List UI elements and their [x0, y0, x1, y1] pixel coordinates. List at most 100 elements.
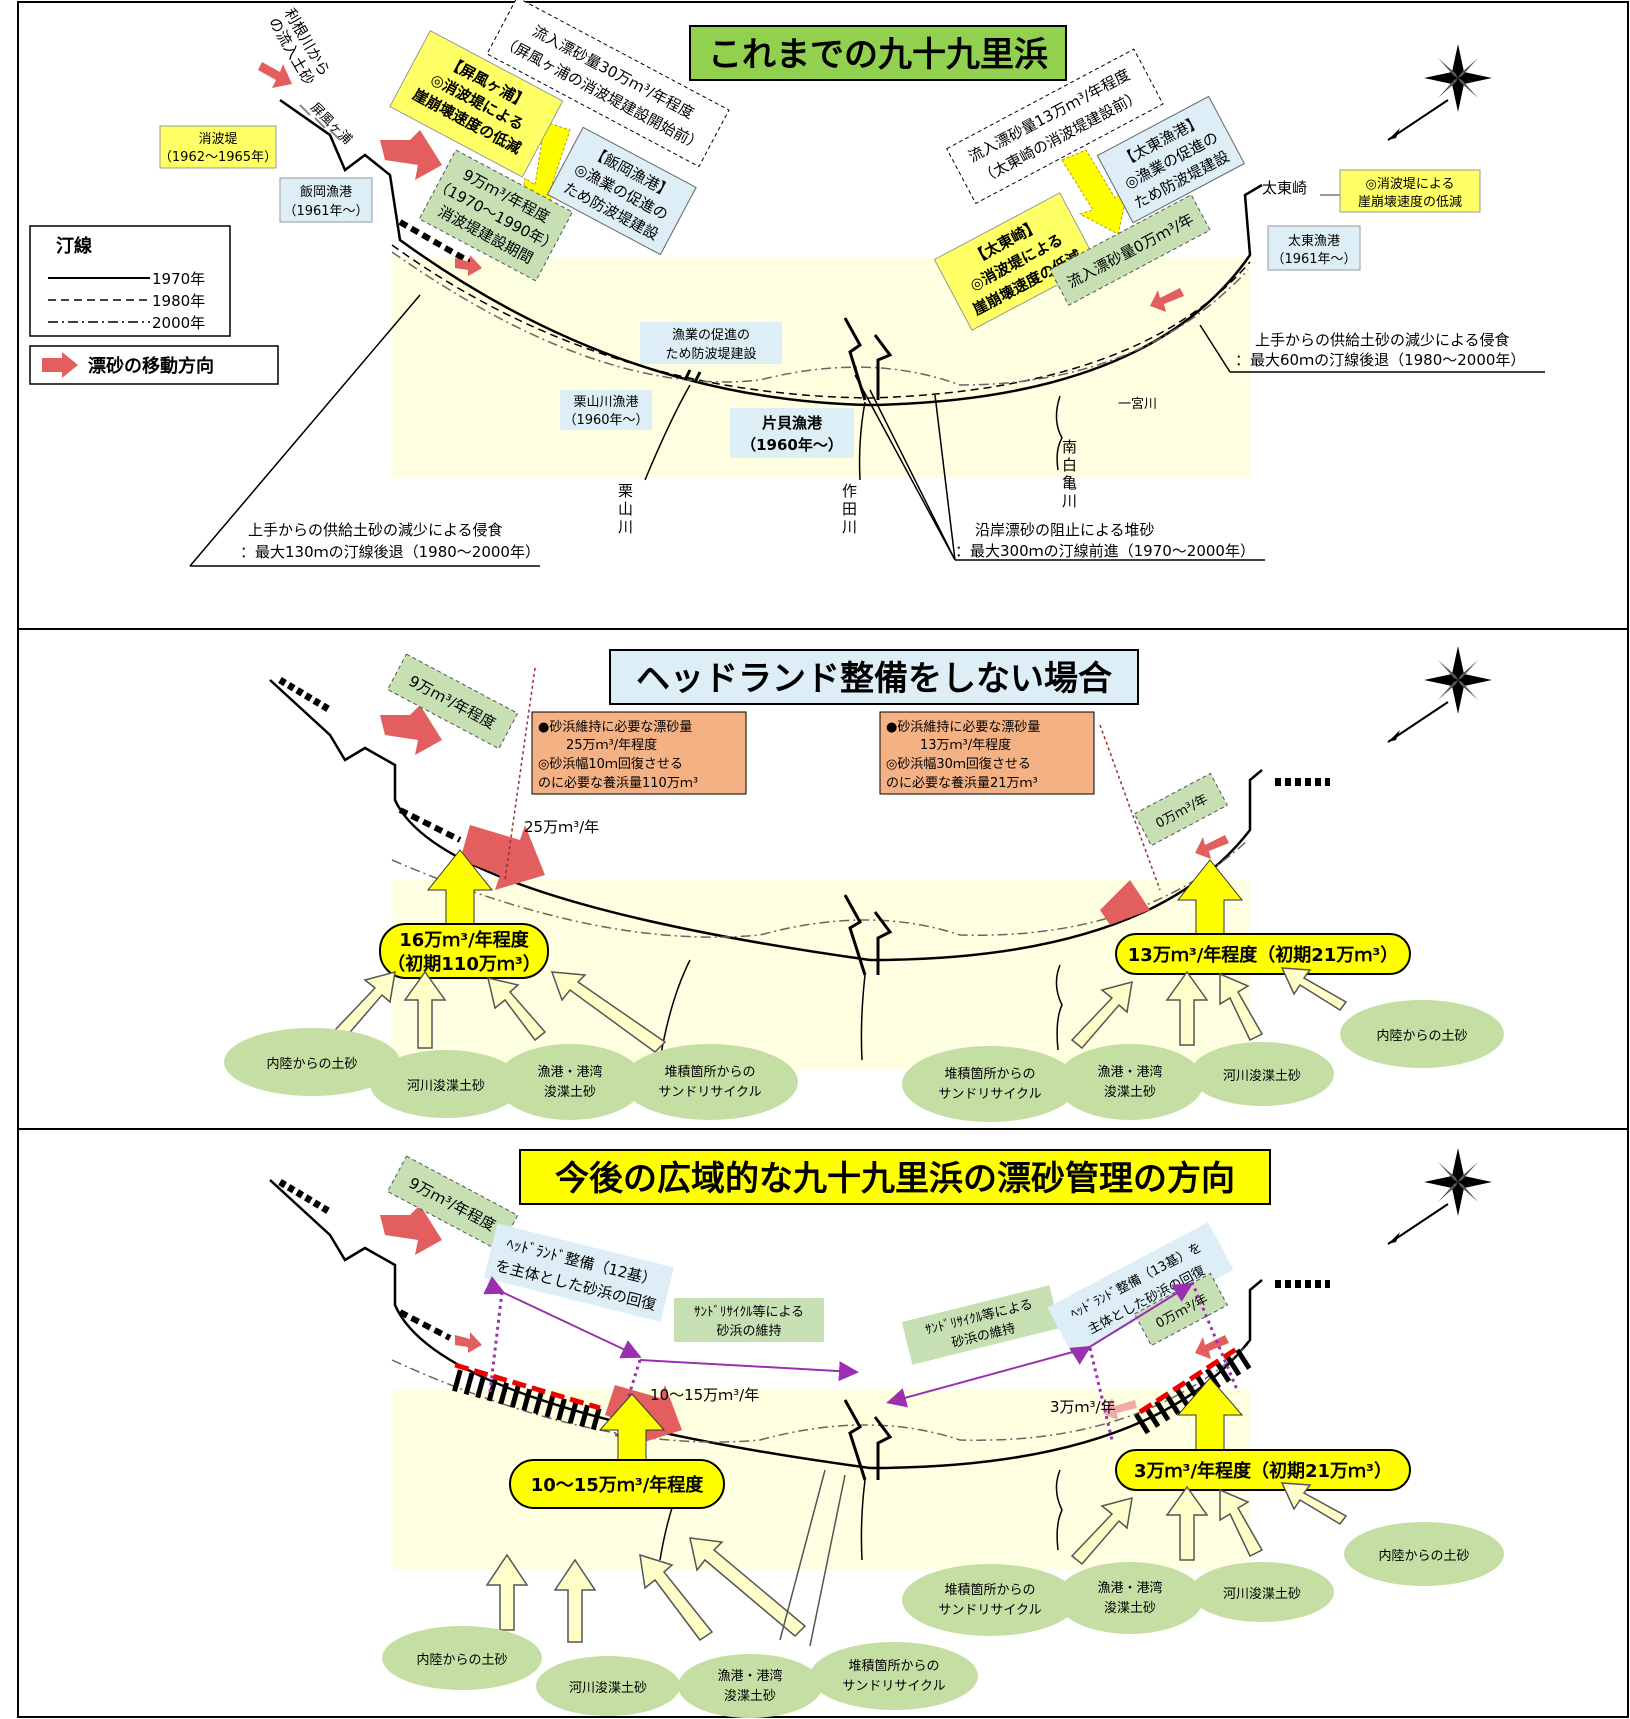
- fishing-note-1: 漁業の促進の: [672, 327, 750, 343]
- accretion-1: 沿岸漂砂の阻止による堆砂: [975, 521, 1155, 539]
- seawall-marks: [299, 104, 341, 141]
- p3-red-arrow-4: [1103, 1398, 1137, 1420]
- p3-purple-dot-3: [1088, 1347, 1114, 1441]
- erosion-left-leader: [189, 294, 540, 567]
- p3-src-river-left-label: 河川浚渫土砂: [569, 1681, 647, 1696]
- taito-cape-callout: [933, 192, 1099, 331]
- p3-yellow-up-right: [1176, 1377, 1244, 1453]
- p3-src-port-left-2: 浚渫土砂: [724, 1689, 776, 1704]
- fishing-note-2: ため防波堤建設: [665, 346, 756, 362]
- legend-drift-arrow-icon: [42, 352, 78, 378]
- taito-seawall-1: ◎消波堤による: [1366, 177, 1455, 192]
- p3-src-inland-right-label: 内陸からの土砂: [1378, 1548, 1469, 1564]
- p2-src-river-right-label: 河川浚渫土砂: [1223, 1069, 1301, 1084]
- p2-src-recycle-right-2: サンドリサイクル: [938, 1087, 1041, 1102]
- p2-right-need-2: 13万ｍ³/年程度: [920, 737, 1011, 753]
- p3-vol9-box: [386, 1155, 519, 1252]
- iioka-callout: [546, 126, 697, 256]
- panel2-title-box: [609, 649, 1139, 705]
- p2-src-recycle-left: [622, 1044, 798, 1120]
- p3-left-supply-box: [509, 1459, 725, 1509]
- p2-src-inland-right: [1340, 1000, 1504, 1068]
- inflow0-box: [1049, 194, 1211, 306]
- p2-src-inland-left: [224, 1028, 400, 1096]
- p3-headland-left: [452, 1369, 603, 1431]
- legend-drift-label: 漂砂の移動方向: [88, 355, 214, 377]
- taito-port-label: 太東漁港: [1288, 233, 1340, 249]
- byobu-box: [389, 29, 564, 178]
- p2-src-recycle-right-1: 堆積箇所からの: [944, 1066, 1035, 1082]
- p2-yellow-up-left: [426, 849, 494, 926]
- p3-flow-1015: 10〜15万ｍ³/年: [650, 1386, 759, 1404]
- p3-recycle-left-2: 砂浜の維持: [716, 1324, 781, 1339]
- p3-recycle-left-box: [674, 1298, 824, 1342]
- ichinomiya-label: 一宮川: [1118, 396, 1157, 412]
- panel2-title: ヘッドランド整備をしない場合: [636, 659, 1112, 699]
- p3-recycle-left-1: ｻﾝﾄﾞﾘｻｲｸﾙ等による: [694, 1304, 804, 1320]
- p2-src-river-right: [1190, 1042, 1334, 1106]
- kuriyama-port-label: 栗山川漁港: [573, 395, 638, 410]
- kuriyama-river-label: 栗山川: [618, 482, 633, 536]
- red-arrow-4: [1150, 288, 1184, 312]
- p3-right-supply: 3万ｍ³/年程度（初期21万ｍ³）: [1134, 1460, 1392, 1482]
- p2-src-port-left: [496, 1044, 644, 1120]
- p3-src-inland-left-label: 内陸からの土砂: [416, 1652, 507, 1668]
- p3-src-port-right: [1056, 1562, 1204, 1634]
- p2-left-supply-1: 16万ｍ³/年程度: [399, 929, 530, 951]
- p2-red-arrow-3: [1100, 880, 1150, 925]
- taito-port-callout: [1096, 95, 1246, 224]
- minamishirakame-label: 南白亀川: [1062, 438, 1077, 510]
- iioka-port-box: [279, 177, 373, 223]
- p3-purple-dot-1: [488, 1291, 504, 1393]
- kuriyama-port-box: [560, 390, 652, 430]
- p3-purple-left-2: [639, 1359, 859, 1382]
- taito-inflow-box: [946, 48, 1164, 205]
- p2-vol9-box: [386, 653, 519, 750]
- p2-src-recycle-right: [902, 1046, 1078, 1122]
- taito-seawall-2: 崖崩壊速度の低減: [1358, 194, 1462, 210]
- seawall-years: （1962〜1965年）: [159, 150, 277, 165]
- p3-recycle-right-box: [901, 1285, 1060, 1365]
- p2-right-need-1: ●砂浜維持に必要な漂砂量: [886, 719, 1040, 735]
- p2-supply-arrows: [333, 967, 1348, 1053]
- sakuta-river: [858, 401, 866, 481]
- p3-purple-right-2: [1069, 1282, 1194, 1365]
- p3-src-port-left: [678, 1654, 822, 1718]
- legend-1980: 1980年: [152, 292, 205, 310]
- p2-src-port-right: [1056, 1044, 1204, 1120]
- p3-red-arrow-1: [380, 1205, 442, 1255]
- p2-iioka-breakwater: [398, 807, 462, 843]
- p3-src-port-right-2: 浚渫土砂: [1104, 1601, 1156, 1616]
- red-arrow-2: [380, 130, 442, 180]
- p2-rivers: [659, 959, 1063, 1061]
- kuriyama-jetty: [683, 369, 692, 381]
- vol9-box: [418, 149, 574, 282]
- p2-right-supply: 13万ｍ³/年程度（初期21万ｍ³）: [1128, 944, 1398, 966]
- katakai-port-box: [730, 408, 854, 458]
- panel3-title: 今後の広域的な九十九里浜の漂砂管理の方向: [555, 1159, 1235, 1199]
- legend-title: 汀線: [56, 235, 92, 257]
- taito-port-years: （1961年〜）: [1271, 252, 1356, 267]
- p3-src-port-left-1: 漁港・港湾: [717, 1668, 782, 1684]
- p3-src-recycle-right: [902, 1564, 1078, 1636]
- accretion-2: ：最大300ｍの汀線前進（1970〜2000年）: [955, 542, 1255, 560]
- katakai-port-years: （1960年〜）: [741, 436, 843, 454]
- shoreline-1980: [391, 244, 1251, 399]
- p2-src-recycle-left-2: サンドリサイクル: [658, 1085, 761, 1100]
- p3-src-inland-left: [382, 1626, 542, 1690]
- p3-shoreline-2000: [391, 1344, 1249, 1443]
- p2-left-need-2: 25万ｍ³/年程度: [566, 737, 657, 753]
- p3-src-river-right-label: 河川浚渫土砂: [1223, 1587, 1301, 1602]
- taito-seawall-box: [1339, 169, 1481, 213]
- sakuta-river-label: 作田川: [842, 482, 857, 536]
- legend-1970: 1970年: [152, 270, 205, 288]
- p2-src-river-left: [370, 1050, 522, 1118]
- iioka-breakwater: [398, 219, 472, 265]
- red-arrow-3: [455, 255, 482, 276]
- shoreline-1970: [279, 98, 1263, 407]
- p3-iioka-breakwater: [398, 1309, 452, 1341]
- p3-flow-3: 3万ｍ³/年: [1050, 1398, 1116, 1416]
- p2-src-port-right-2: 浚渫土砂: [1104, 1085, 1156, 1100]
- p3-src-recycle-right-2: サンドリサイクル: [938, 1603, 1041, 1618]
